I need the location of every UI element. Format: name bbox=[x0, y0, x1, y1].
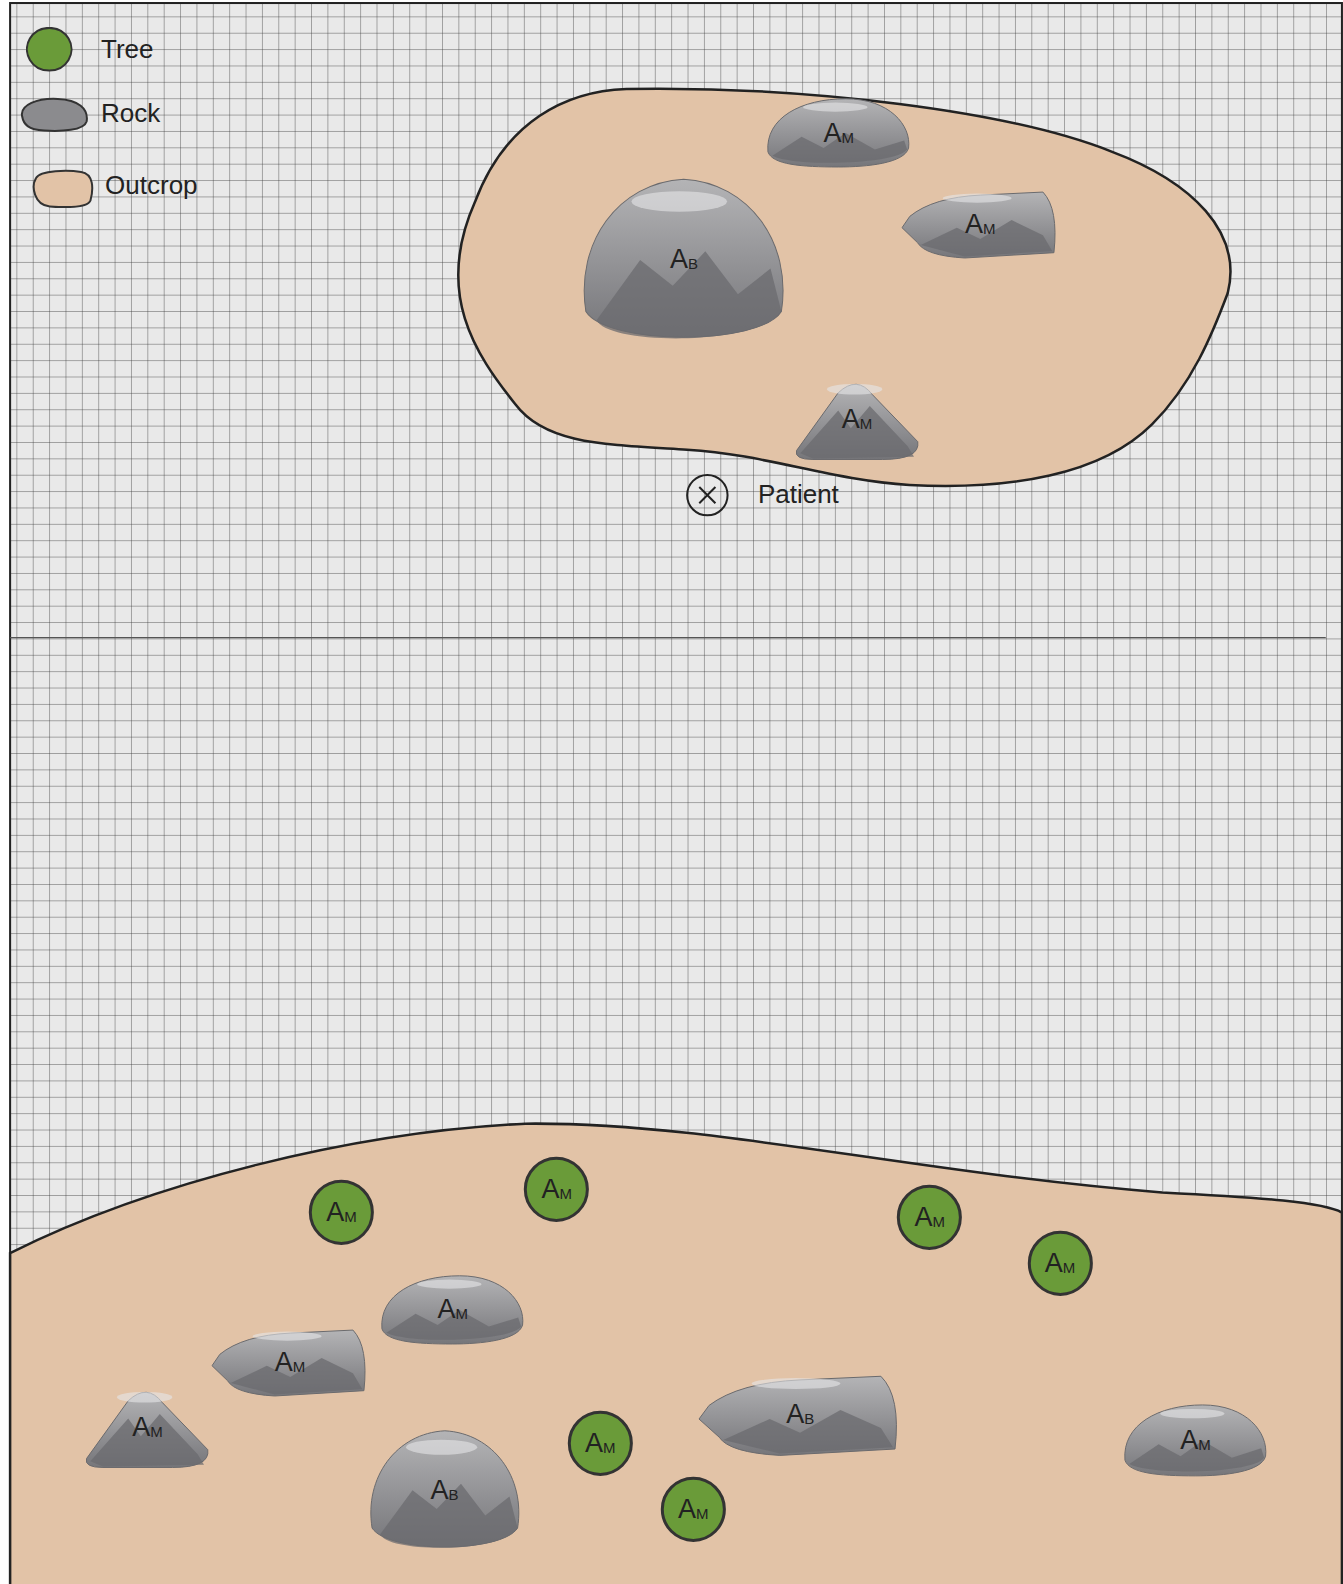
tree-marker: AM bbox=[309, 1180, 374, 1245]
legend-swatch bbox=[22, 99, 87, 131]
area-subscript: M bbox=[150, 1424, 163, 1439]
outcrop-region bbox=[458, 89, 1230, 486]
area-letter: A bbox=[132, 1414, 150, 1441]
rock-marker: AB bbox=[699, 1369, 901, 1460]
area-letter: A bbox=[275, 1349, 293, 1376]
legend-swatch bbox=[27, 28, 72, 71]
area-subscript: M bbox=[603, 1440, 616, 1455]
legend-swatch bbox=[34, 171, 92, 207]
outcrop-region bbox=[10, 1124, 1342, 1584]
area-subscript: B bbox=[449, 1487, 459, 1502]
area-subscript: M bbox=[860, 416, 873, 431]
area-letter: A bbox=[670, 246, 688, 273]
area-subscript: B bbox=[688, 256, 698, 271]
rock-marker: AM bbox=[212, 1324, 369, 1400]
area-letter: A bbox=[431, 1477, 449, 1504]
legend-label: Rock bbox=[101, 100, 160, 126]
area-subscript: M bbox=[983, 221, 996, 236]
tree-marker: AM bbox=[661, 1477, 726, 1542]
grid-line bbox=[10, 637, 1326, 638]
area-letter: A bbox=[678, 1496, 696, 1523]
area-subscript: M bbox=[293, 1359, 306, 1374]
area-subscript: M bbox=[344, 1209, 357, 1224]
tree-marker: AM bbox=[524, 1157, 589, 1222]
rock-marker: AM bbox=[1122, 1401, 1269, 1480]
area-letter: A bbox=[437, 1296, 455, 1323]
rock-marker: AM bbox=[794, 375, 920, 464]
rock-marker: AM bbox=[84, 1383, 210, 1472]
rock-marker: AB bbox=[364, 1427, 526, 1553]
area-letter: A bbox=[1045, 1250, 1063, 1277]
area-letter: A bbox=[914, 1204, 932, 1231]
legend-label: Outcrop bbox=[105, 172, 198, 198]
area-letter: A bbox=[585, 1430, 603, 1457]
area-letter: A bbox=[965, 211, 983, 238]
area-letter: A bbox=[823, 120, 841, 147]
legend-label: Tree bbox=[101, 36, 154, 62]
area-subscript: M bbox=[455, 1306, 468, 1321]
area-subscript: M bbox=[932, 1214, 945, 1229]
patient-symbol bbox=[687, 475, 727, 515]
area-subscript: M bbox=[1198, 1437, 1211, 1452]
area-letter: A bbox=[542, 1176, 560, 1203]
area-letter: A bbox=[326, 1199, 344, 1226]
tree-marker: AM bbox=[568, 1411, 633, 1476]
area-letter: A bbox=[786, 1401, 804, 1428]
tree-marker: AM bbox=[1028, 1231, 1093, 1296]
area-subscript: M bbox=[560, 1186, 573, 1201]
rock-marker: AM bbox=[765, 95, 912, 171]
map-label: Patient bbox=[758, 481, 839, 507]
area-subscript: B bbox=[804, 1411, 814, 1426]
tree-marker: AM bbox=[897, 1185, 962, 1250]
rock-marker: AB bbox=[575, 174, 792, 346]
area-letter: A bbox=[842, 406, 860, 433]
area-subscript: M bbox=[696, 1506, 709, 1521]
area-subscript: M bbox=[841, 130, 854, 145]
rock-marker: AM bbox=[379, 1272, 526, 1348]
rock-marker: AM bbox=[902, 186, 1059, 262]
area-letter: A bbox=[1180, 1427, 1198, 1454]
area-subscript: M bbox=[1063, 1260, 1076, 1275]
